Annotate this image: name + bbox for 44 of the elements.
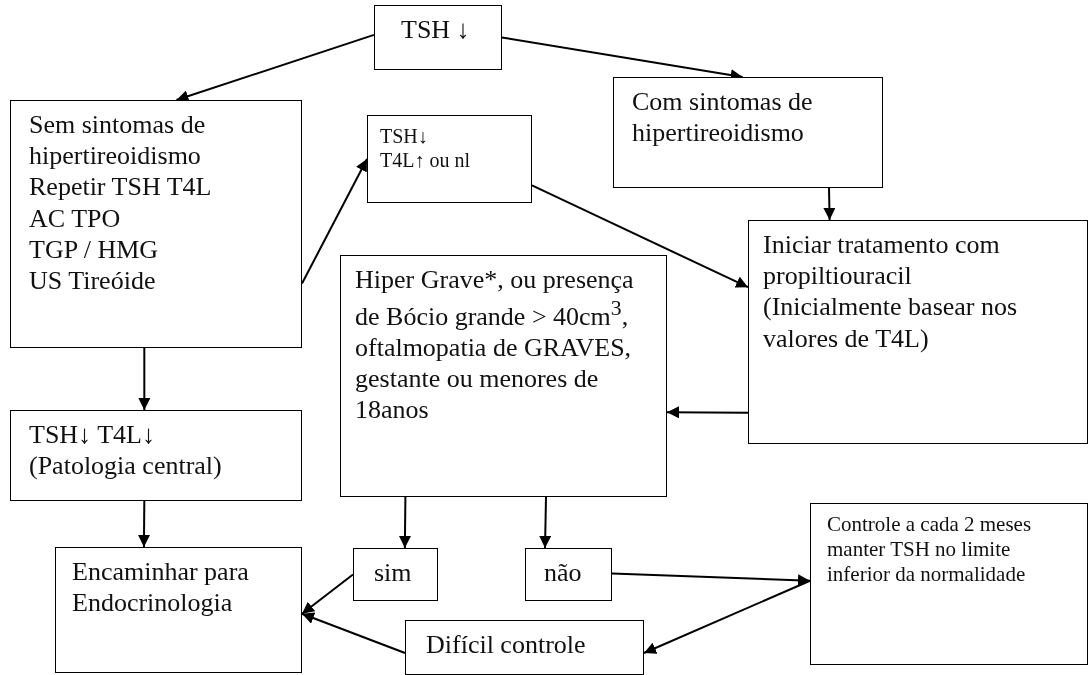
process-box	[367, 115, 532, 203]
box-text: Repetir TSH T4L	[29, 171, 213, 203]
arrow	[301, 158, 368, 285]
process-box	[810, 503, 1088, 665]
box-text: sim	[374, 557, 413, 589]
box-text: TSH ↓	[401, 14, 471, 46]
process-box	[55, 547, 302, 673]
box-text: Encaminhar para Endocrinologia	[72, 556, 250, 619]
arrow	[531, 184, 749, 289]
arrow	[175, 33, 375, 102]
process-box	[10, 100, 302, 348]
arrow	[301, 612, 406, 654]
box-text: Com sintomas de hipertireoidismo	[632, 86, 814, 149]
box-text: Iniciar tratamento com propiltiouracil	[763, 229, 1001, 292]
box-text: TGP / HMG	[29, 233, 160, 265]
arrow	[643, 579, 811, 654]
box-text: (Inicialmente basear nos valores de T4L)	[763, 291, 1019, 354]
process-box	[10, 410, 302, 501]
box-text: TSH↓	[380, 124, 429, 148]
box-text: Difícil controle	[426, 629, 587, 661]
process-box	[374, 5, 502, 70]
process-box	[613, 77, 883, 188]
arrow	[539, 496, 552, 549]
box-text: não	[544, 557, 583, 589]
process-box	[340, 255, 667, 497]
process-box	[353, 548, 438, 601]
box-text: (Patologia central)	[29, 450, 223, 482]
arrow	[138, 347, 151, 411]
box-text: Sem sintomas de hipertireoidismo	[29, 109, 207, 172]
process-box	[405, 620, 644, 675]
arrow	[399, 496, 411, 549]
box-text: TSH↓ T4L↓	[29, 419, 156, 451]
box-text: Controle a cada 2 meses manter TSH no limite inferior da normalidade	[827, 512, 1033, 588]
box-text: Hiper Grave*, ou presença de Bócio grande > 40cm$^{3}$, oftalmopatia de GRAVES, gestante ou menores de 18anos	[355, 264, 635, 426]
box-text: AC TPO	[29, 202, 122, 234]
arrow	[666, 406, 749, 419]
arrow	[138, 500, 150, 548]
process-box	[525, 548, 612, 601]
process-box	[748, 220, 1088, 444]
arrow	[301, 573, 354, 615]
arrow	[823, 187, 836, 221]
box-text: US Tireóide	[29, 264, 157, 297]
arrow	[611, 572, 811, 587]
box-text: T4L↑ ou nl	[380, 148, 471, 172]
